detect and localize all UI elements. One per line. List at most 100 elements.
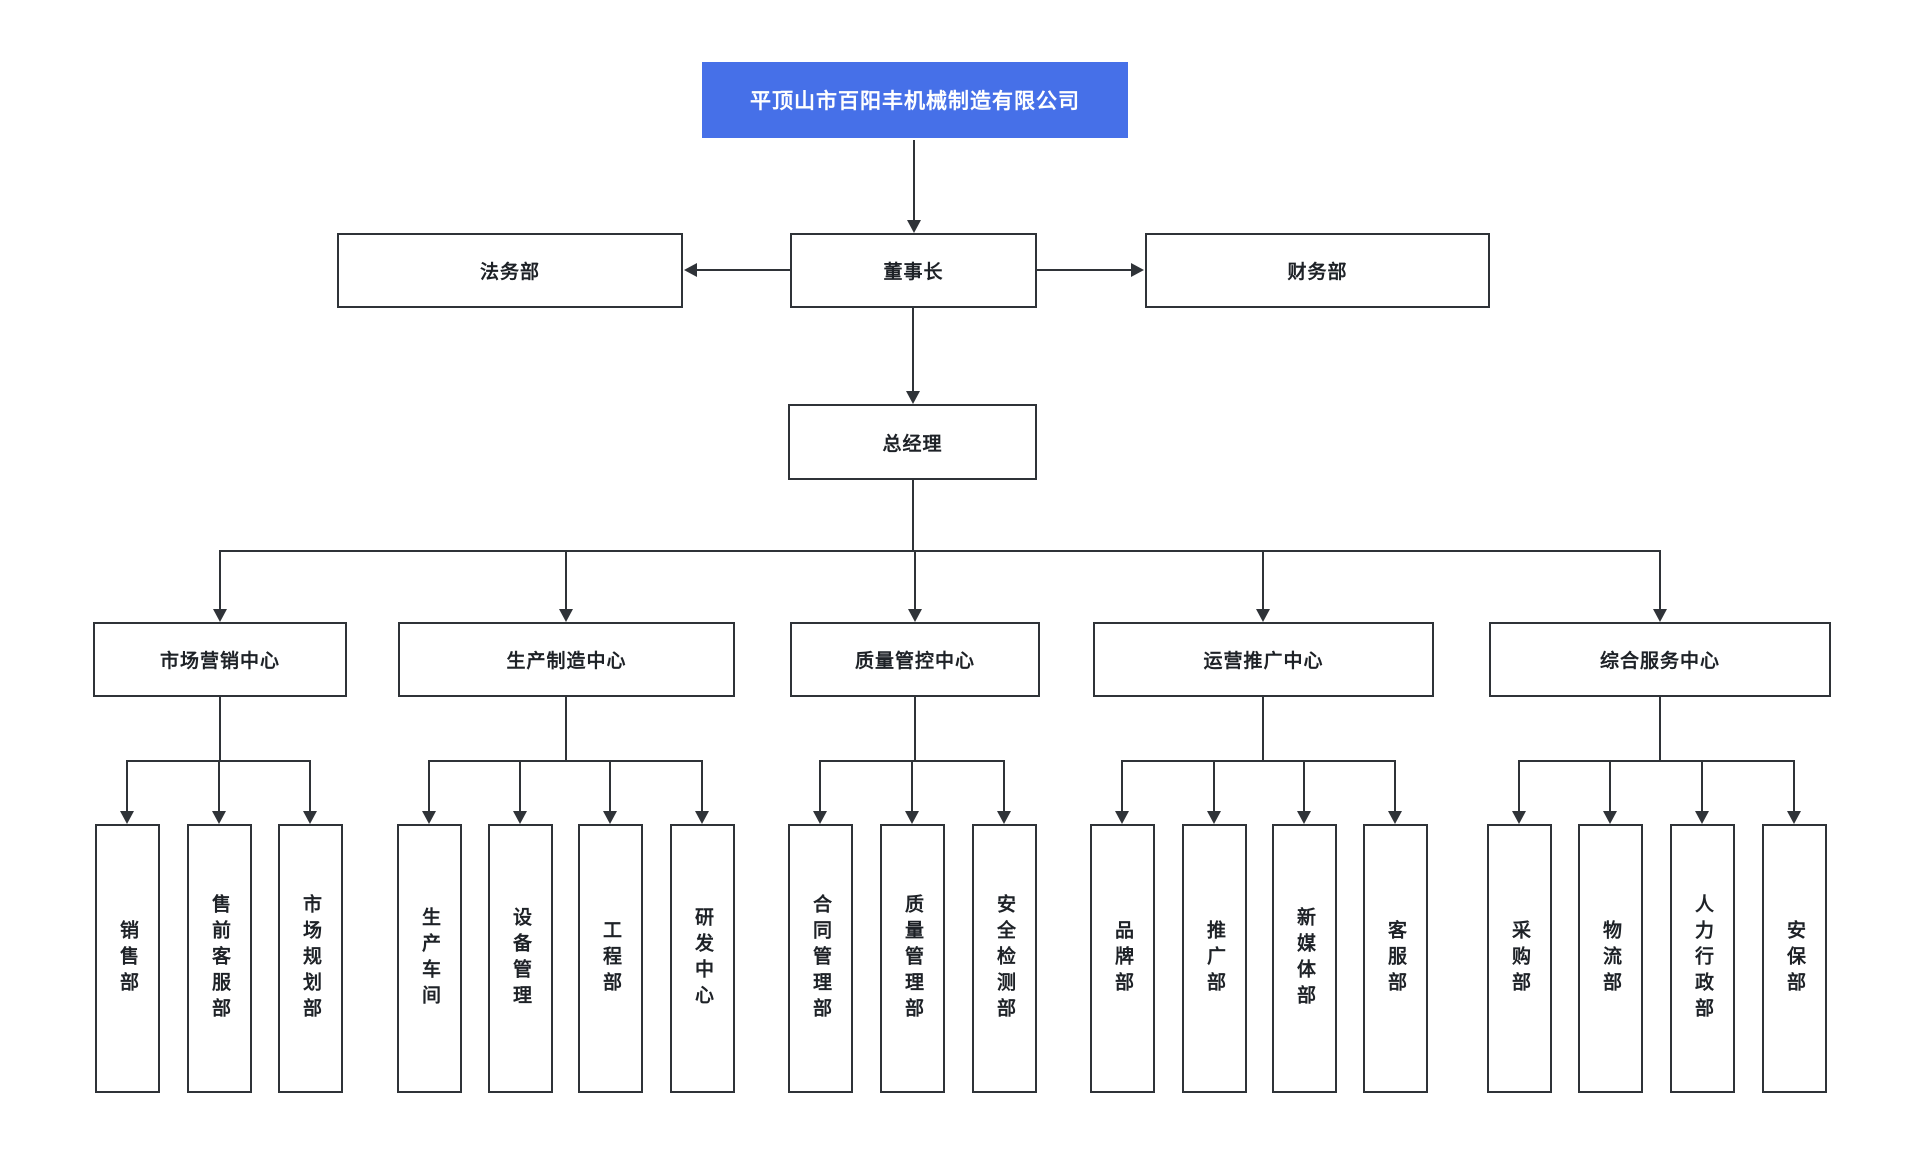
- dept-label-sales: 销售部: [117, 919, 138, 998]
- dept-label-promotion: 推广部: [1204, 919, 1225, 998]
- arrowhead-down-icon: [120, 811, 134, 824]
- edge-drop-contract: [819, 760, 821, 813]
- edge-drop-services: [1659, 550, 1661, 611]
- dept-label-quality-management: 质量管理部: [902, 893, 923, 1024]
- center-box-marketing: 市场营销中心: [93, 622, 347, 697]
- edge-drop-safety: [1003, 760, 1005, 813]
- dept-label-safety-inspection: 安全检测部: [994, 893, 1015, 1024]
- edge-drop-sales: [126, 760, 128, 813]
- arrowhead-down-icon: [908, 609, 922, 622]
- arrowhead-down-icon: [213, 609, 227, 622]
- arrowhead-down-icon: [1115, 811, 1129, 824]
- edge-drop-rd: [701, 760, 703, 813]
- center-box-services: 综合服务中心: [1489, 622, 1831, 697]
- dept-box-production-workshop: 生产车间: [397, 824, 462, 1093]
- dept-label-security: 安保部: [1784, 919, 1805, 998]
- arrowhead-down-icon: [695, 811, 709, 824]
- dept-box-hr-admin: 人力行政部: [1670, 824, 1735, 1093]
- edge-chairman-finance: [1037, 269, 1132, 271]
- arrowhead-down-icon: [212, 811, 226, 824]
- edge-chairman-gm: [912, 308, 914, 393]
- edge-drop-customer-service: [1394, 760, 1396, 813]
- company-box: 平顶山市百阳丰机械制造有限公司: [702, 62, 1128, 138]
- arrowhead-down-icon: [1603, 811, 1617, 824]
- centers-distributor-line: [219, 550, 1661, 552]
- arrowhead-down-icon: [906, 391, 920, 404]
- legal-dept-label: 法务部: [479, 262, 540, 283]
- dept-box-presales-service: 售前客服部: [187, 824, 252, 1093]
- services-distributor-line: [1518, 760, 1795, 762]
- dept-box-market-planning: 市场规划部: [278, 824, 343, 1093]
- edge-drop-market-planning: [309, 760, 311, 813]
- center-label-marketing: 市场营销中心: [159, 651, 280, 672]
- dept-box-security: 安保部: [1762, 824, 1827, 1093]
- arrowhead-down-icon: [1787, 811, 1801, 824]
- edge-drop-workshop: [428, 760, 430, 813]
- arrowhead-down-icon: [1256, 609, 1270, 622]
- edge-drop-presales: [218, 760, 220, 813]
- dept-label-hr-admin: 人力行政部: [1692, 893, 1713, 1024]
- edge-drop-security: [1793, 760, 1795, 813]
- finance-dept-box: 财务部: [1145, 233, 1490, 308]
- dept-label-contract-management: 合同管理部: [810, 893, 831, 1024]
- edge-drop-brand: [1121, 760, 1123, 813]
- finance-dept-label: 财务部: [1287, 262, 1348, 283]
- center-label-quality: 质量管控中心: [854, 651, 975, 672]
- arrowhead-down-icon: [905, 811, 919, 824]
- dept-label-purchasing: 采购部: [1509, 919, 1530, 998]
- operations-distributor-line: [1121, 760, 1396, 762]
- edge-drop-production: [565, 550, 567, 611]
- arrowhead-right-icon: [1131, 263, 1144, 277]
- center-label-operations: 运营推广中心: [1203, 651, 1324, 672]
- dept-box-quality-management: 质量管理部: [880, 824, 945, 1093]
- edge-drop-marketing: [219, 550, 221, 611]
- center-label-production: 生产制造中心: [506, 651, 627, 672]
- center-box-operations: 运营推广中心: [1093, 622, 1434, 697]
- edge-gm-trunk: [912, 480, 914, 552]
- arrowhead-down-icon: [1297, 811, 1311, 824]
- edge-services-trunk: [1659, 697, 1661, 761]
- arrowhead-down-icon: [1695, 811, 1709, 824]
- company-label: 平顶山市百阳丰机械制造有限公司: [750, 90, 1080, 113]
- dept-label-new-media: 新媒体部: [1294, 906, 1315, 1011]
- production-distributor-line: [428, 760, 703, 762]
- edge-operations-trunk: [1262, 697, 1264, 761]
- dept-box-sales: 销售部: [95, 824, 160, 1093]
- dept-label-customer-service: 客服部: [1385, 919, 1406, 998]
- edge-drop-logistics: [1609, 760, 1611, 813]
- edge-production-trunk: [565, 697, 567, 761]
- chairman-label: 董事长: [883, 262, 944, 283]
- dept-box-engineering: 工程部: [578, 824, 643, 1093]
- edge-drop-quality: [914, 550, 916, 611]
- chairman-box: 董事长: [790, 233, 1037, 308]
- dept-box-safety-inspection: 安全检测部: [972, 824, 1037, 1093]
- dept-box-rd-center: 研发中心: [670, 824, 735, 1093]
- arrowhead-down-icon: [997, 811, 1011, 824]
- arrowhead-down-icon: [603, 811, 617, 824]
- dept-box-customer-service: 客服部: [1363, 824, 1428, 1093]
- edge-chairman-legal: [697, 269, 790, 271]
- dept-box-new-media: 新媒体部: [1272, 824, 1337, 1093]
- edge-drop-hr-admin: [1701, 760, 1703, 813]
- dept-label-rd-center: 研发中心: [692, 906, 713, 1011]
- center-label-services: 综合服务中心: [1599, 651, 1720, 672]
- arrowhead-down-icon: [1207, 811, 1221, 824]
- edge-drop-equipment: [519, 760, 521, 813]
- arrowhead-down-icon: [559, 609, 573, 622]
- dept-label-brand: 品牌部: [1112, 919, 1133, 998]
- dept-box-equipment-management: 设备管理: [488, 824, 553, 1093]
- arrowhead-down-icon: [813, 811, 827, 824]
- dept-label-engineering: 工程部: [600, 919, 621, 998]
- arrowhead-left-icon: [684, 263, 697, 277]
- edge-drop-new-media: [1303, 760, 1305, 813]
- dept-label-market-planning: 市场规划部: [300, 893, 321, 1024]
- legal-dept-box: 法务部: [337, 233, 683, 308]
- arrowhead-down-icon: [1653, 609, 1667, 622]
- general-manager-box: 总经理: [788, 404, 1037, 480]
- edge-drop-operations: [1262, 550, 1264, 611]
- arrowhead-down-icon: [303, 811, 317, 824]
- edge-company-chairman: [913, 140, 915, 222]
- arrowhead-down-icon: [907, 220, 921, 233]
- arrowhead-down-icon: [1512, 811, 1526, 824]
